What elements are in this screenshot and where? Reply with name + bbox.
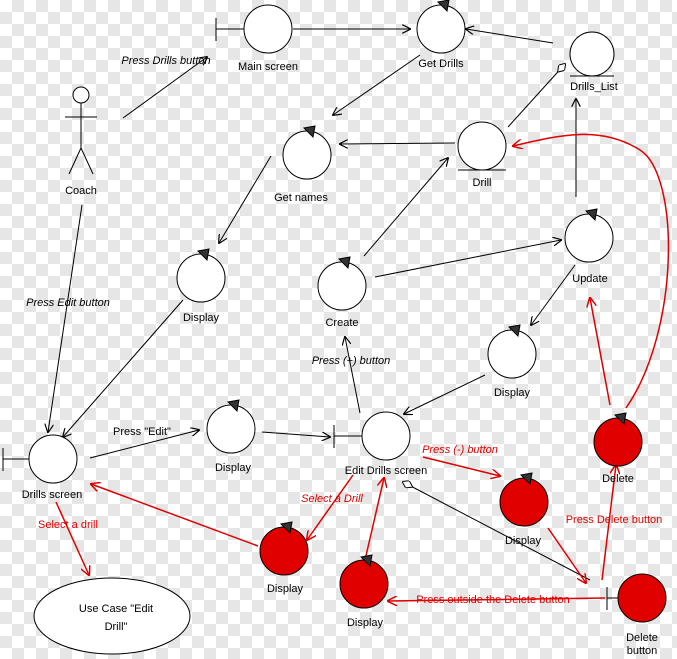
msg-create-to-update	[374, 240, 561, 278]
label-use-case-line2: Drill"	[105, 621, 128, 633]
control-display-red-2	[259, 521, 309, 576]
control-delete	[593, 412, 643, 467]
msg-editscreen-to-create	[345, 337, 361, 414]
msg-editscreen-to-reddisplay2	[307, 474, 354, 540]
label-display-3: Display	[215, 462, 252, 474]
label-edit-drills-screen: Edit Drills screen	[345, 465, 428, 477]
msg-drillslist-to-getdrills	[466, 29, 554, 44]
msg-create-to-drill	[363, 158, 448, 257]
msg-label-press-outside-delete: Press outside the Delete button	[416, 594, 569, 606]
msg-label-press-delete-button: Press Delete button	[566, 514, 663, 526]
msg-delete-to-drill	[513, 133, 670, 409]
msg-display3-to-editscreen	[261, 431, 330, 437]
msg-getdrills-to-getnames	[333, 54, 421, 115]
msg-deletebutton-to-delete	[601, 465, 616, 581]
msg-drillsscreen-to-usecase	[55, 501, 89, 575]
control-get-drills	[416, 0, 466, 54]
msg-reddisplay2-to-drillsscreen	[91, 484, 259, 547]
label-display-red-2: Display	[267, 583, 304, 595]
label-main-screen: Main screen	[238, 61, 298, 73]
black-connectors	[48, 29, 591, 581]
red-connectors	[55, 133, 670, 601]
label-create: Create	[325, 317, 358, 329]
msg-drill-to-drillslist	[507, 64, 565, 128]
msg-label-press-edit-button: Press Edit button	[26, 297, 110, 309]
msg-deletebutton-to-editscreen	[403, 482, 591, 581]
msg-update-to-display2	[531, 264, 576, 325]
msg-drill-to-getnames	[340, 143, 456, 144]
label-use-case-line1: Use Case "Edit	[79, 603, 153, 615]
label-delete-button-line2: button	[627, 645, 658, 657]
msg-display1-to-drillsscreen	[63, 299, 184, 437]
label-display-1: Display	[183, 312, 220, 324]
label-get-names: Get names	[274, 192, 328, 204]
msg-label-press-drills-button: Press Drills button	[121, 55, 210, 67]
msg-drillsscreen-to-display3	[89, 430, 199, 459]
msg-deletebutton-to-reddisplay3	[388, 598, 606, 601]
actor-head	[72, 86, 90, 104]
control-display-3	[206, 399, 256, 454]
actor-coach	[65, 86, 97, 175]
msg-coach-to-main	[122, 57, 207, 119]
control-display-red-3	[339, 554, 389, 609]
msg-label-select-a-drill-2: Select a drill	[38, 519, 98, 531]
msg-reddisplay1-to-deletebutton	[547, 527, 586, 583]
label-drills-screen: Drills screen	[22, 489, 83, 501]
control-display-red-1	[499, 472, 549, 527]
use-case-edit-drill	[33, 577, 191, 655]
label-delete-button-line1: Delete	[626, 632, 658, 644]
boundary-drills-screen	[2, 434, 78, 484]
label-display-red-1: Display	[505, 535, 542, 547]
labels: Coach Main screen Get Drills Drills_List…	[22, 55, 663, 657]
control-get-names	[282, 125, 332, 180]
msg-label-press-edit-quoted: Press "Edit"	[113, 426, 171, 438]
msg-reddisplay3-to-editscreen	[364, 478, 384, 561]
label-display-2: Display	[494, 387, 531, 399]
boundary-delete-button	[606, 573, 667, 623]
msg-display2-to-editscreen	[404, 374, 486, 414]
label-coach: Coach	[65, 185, 97, 197]
msg-getnames-to-display1	[219, 155, 272, 243]
control-display-1	[176, 248, 226, 303]
control-display-2	[487, 324, 537, 379]
msg-coach-to-drillsscreen	[48, 204, 83, 432]
label-display-red-3: Display	[347, 617, 384, 629]
boundary-main-screen	[215, 4, 293, 54]
label-get-drills: Get Drills	[418, 58, 464, 70]
msg-label-press-minus-button: Press (-) button	[422, 444, 498, 456]
entity-drill	[457, 121, 507, 171]
control-update	[564, 208, 614, 263]
msg-label-press-plus-button: Press (+) button	[312, 355, 391, 367]
control-create	[317, 256, 367, 311]
label-drill: Drill	[473, 177, 492, 189]
label-update: Update	[572, 273, 607, 285]
msg-delete-to-update	[590, 298, 611, 406]
entity-drills-list	[569, 31, 615, 77]
label-drills-list: Drills_List	[570, 81, 618, 93]
label-delete: Delete	[602, 473, 634, 485]
boundary-edit-drills-screen	[333, 411, 411, 461]
msg-label-select-a-drill-1: Select a Drill	[301, 493, 363, 505]
msg-editscreen-to-reddisplay1	[422, 456, 500, 476]
